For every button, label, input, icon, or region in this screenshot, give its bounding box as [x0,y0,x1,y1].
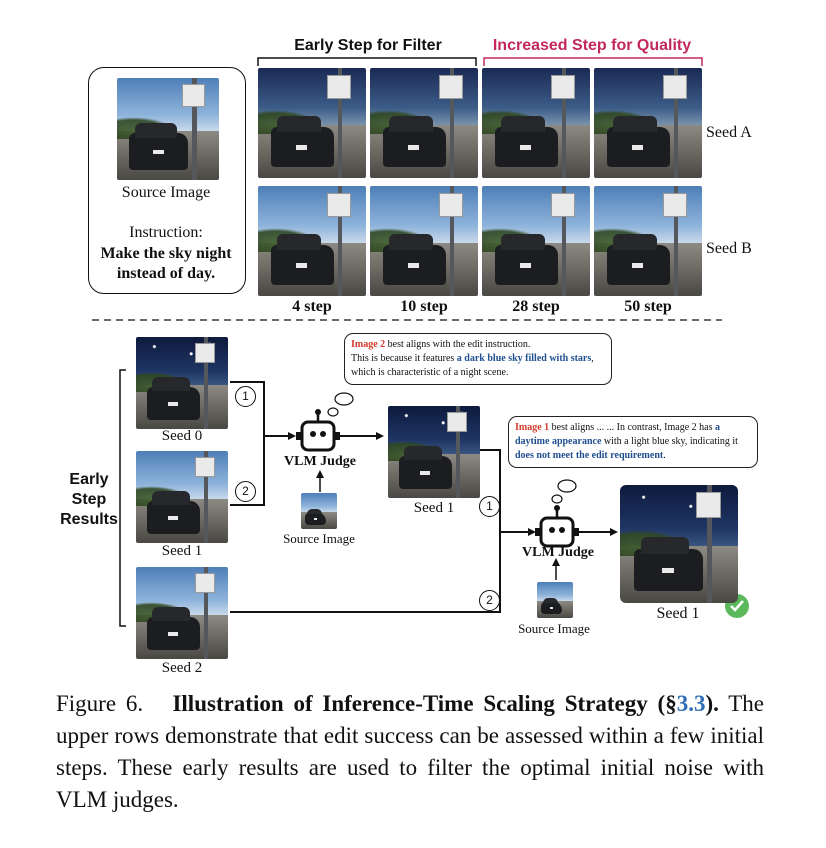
option-2-marker-2: 2 [479,590,500,611]
source-image-label: Source Image [121,184,211,201]
seed-a-10-step [370,68,478,178]
judge-reasoning-bubble-1: Image 2 best aligns with the edit instru… [344,333,612,385]
instruction-label: Instruction: [129,224,203,241]
option-1-marker: 1 [235,386,256,407]
figure-caption: Figure 6. Illustration of Inference-Time… [56,691,765,812]
step-label-50: 50 step [624,298,672,315]
judge-source-label-2: Source Image [518,621,590,636]
seed-b-28-step [482,186,590,296]
seed-b-4-step [258,186,366,296]
seed-1-label: Seed 1 [161,543,203,559]
judge-source-image [301,493,337,529]
instruction-text-1: Make the sky night [100,245,232,262]
judge-source-image-2 [537,582,573,618]
seed-b-10-step [370,186,478,296]
row-label-seed-a: Seed A [706,124,752,141]
option-1-marker-2: 1 [479,496,500,517]
option-2-marker: 2 [235,481,256,502]
source-panel [88,67,246,294]
step-label-10: 10 step [400,298,448,315]
row-label-seed-b: Seed B [706,240,752,257]
vlm-judge-label-2: VLM Judge [522,545,594,560]
seed-a-4-step [258,68,366,178]
vlm-judge-label: VLM Judge [284,454,356,469]
judge-source-label: Source Image [283,531,355,546]
early-step-header: Early Step for Filter [294,37,442,54]
seed-2-label: Seed 2 [161,660,203,676]
seed-b-50-step [594,186,702,296]
seed-0-image [136,337,228,429]
selected-seed-1-image [388,406,480,498]
final-result-image [620,485,738,603]
final-result-label: Seed 1 [656,605,700,622]
source-image [117,78,219,180]
seed-a-50-step [594,68,702,178]
judge-reasoning-bubble-2: Image 1 best aligns ... ... In contrast,… [508,416,758,468]
instruction-text-2: instead of day. [116,265,216,282]
step-label-4: 4 step [292,298,332,315]
seed-1-image [136,451,228,543]
increased-step-header: Increased Step for Quality [492,37,692,54]
step-label-28: 28 step [512,298,560,315]
seed-2-image [136,567,228,659]
robot-icon [296,409,340,452]
robot-icon [535,505,579,548]
seed-0-label: Seed 0 [161,428,203,444]
selected-seed-1-label: Seed 1 [413,500,455,516]
seed-a-28-step [482,68,590,178]
